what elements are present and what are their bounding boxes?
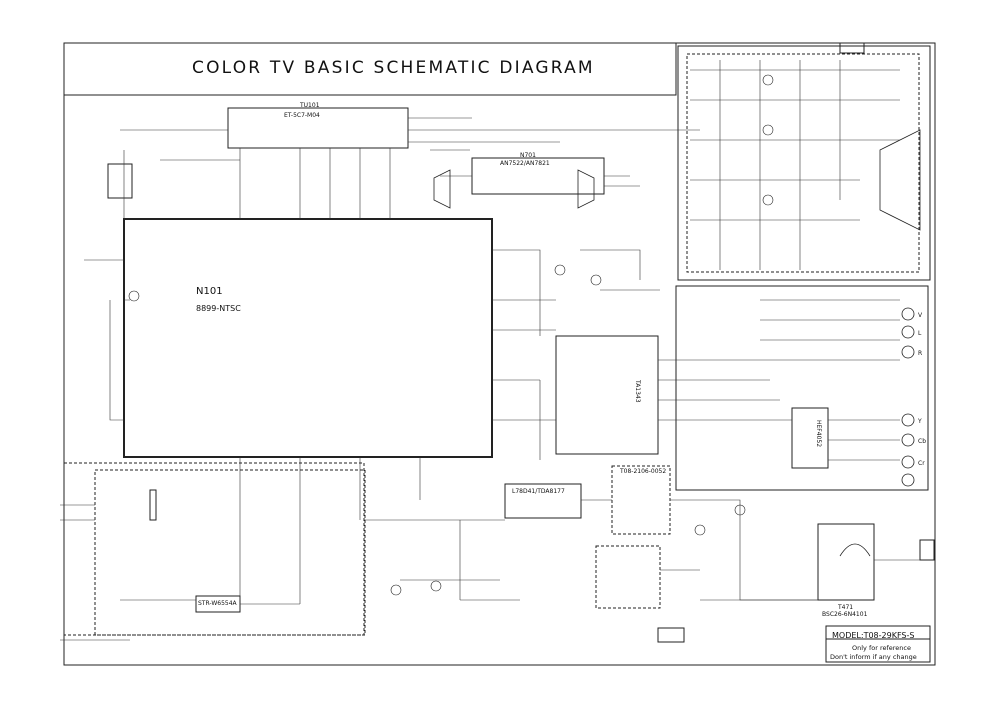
reference-note: Only for reference <box>852 644 911 652</box>
main-ic-part: 8899-NTSC <box>196 304 241 313</box>
av-switch-part: TA1343 <box>634 380 641 403</box>
jack-label-y: Y <box>918 418 922 425</box>
rca-jack-3 <box>901 345 915 359</box>
right-speaker-symbol <box>577 169 595 209</box>
regulator-part: L78D41/TDA8177 <box>512 488 565 495</box>
av-jack-panel <box>675 285 929 491</box>
model-number: MODEL:T08-29KFS-S <box>832 631 915 640</box>
transistor-symbol <box>762 74 774 86</box>
crt-connector <box>839 42 865 54</box>
rca-jack-1 <box>901 307 915 321</box>
transistor-symbol <box>762 124 774 136</box>
rca-jack-2 <box>901 325 915 339</box>
power-supply-inner <box>94 469 366 636</box>
vertical-block <box>595 545 661 609</box>
power-supply-area <box>63 462 365 636</box>
switch-ic-box <box>791 407 829 469</box>
transistor-symbol <box>390 584 402 596</box>
rca-jack-7 <box>901 473 915 487</box>
diagram-title: COLOR TV BASIC SCHEMATIC DIAGRAM <box>192 58 595 78</box>
transistor-symbol <box>128 290 140 302</box>
transistor-symbol <box>694 524 706 536</box>
drawing-frame <box>63 42 936 666</box>
rca-jack-4 <box>901 413 915 427</box>
crt-neck-symbol <box>879 129 921 231</box>
main-ic-ref: N101 <box>196 286 223 297</box>
deflection-connector <box>657 627 685 643</box>
wiring-traces <box>60 60 920 641</box>
rca-jack-6 <box>901 455 915 469</box>
audio-amp-ref: N701 <box>520 152 536 159</box>
av-block-part: T08-2106-0052 <box>620 468 667 475</box>
jack-label-cb: Cb <box>918 438 926 445</box>
jack-label-r: R <box>918 350 923 357</box>
av-block-box <box>611 465 671 535</box>
tuner-ref: TU101 <box>300 102 320 109</box>
flyback-part: BSC26-6N4101 <box>822 611 868 618</box>
jack-label-cr: Cr <box>918 460 925 467</box>
crt-board-frame <box>677 45 931 281</box>
transistor-symbol <box>590 274 602 286</box>
transistor-symbol <box>734 504 746 516</box>
switch-ic-part: HEF4052 <box>815 420 822 448</box>
jack-label-v: V <box>918 312 923 319</box>
audio-amp-part: AN7522/AN7821 <box>500 160 550 167</box>
tuner-part: ET-5C7-M04 <box>284 112 320 119</box>
main-ic-box <box>123 218 493 458</box>
tuner-box <box>227 107 409 149</box>
av-switch-box <box>555 335 659 455</box>
flyback-ref: T471 <box>838 604 854 611</box>
flyback-box <box>817 523 875 601</box>
change-note: Don't inform if any change <box>830 653 917 661</box>
side-connector <box>919 539 935 561</box>
regulator-box <box>504 483 582 519</box>
transistor-symbol <box>430 580 442 592</box>
power-ic-part: STR-W6554A <box>198 600 237 607</box>
title-block <box>63 42 677 96</box>
transistor-symbol <box>762 194 774 206</box>
rca-jack-5 <box>901 433 915 447</box>
fuse <box>149 489 157 521</box>
jack-label-l: L <box>918 330 922 337</box>
ir-receiver-box <box>107 163 133 199</box>
left-speaker-symbol <box>433 169 451 209</box>
transistor-symbol <box>554 264 566 276</box>
model-box <box>825 625 931 663</box>
flyback-winding <box>839 543 871 557</box>
crt-board-dashed <box>686 53 920 273</box>
